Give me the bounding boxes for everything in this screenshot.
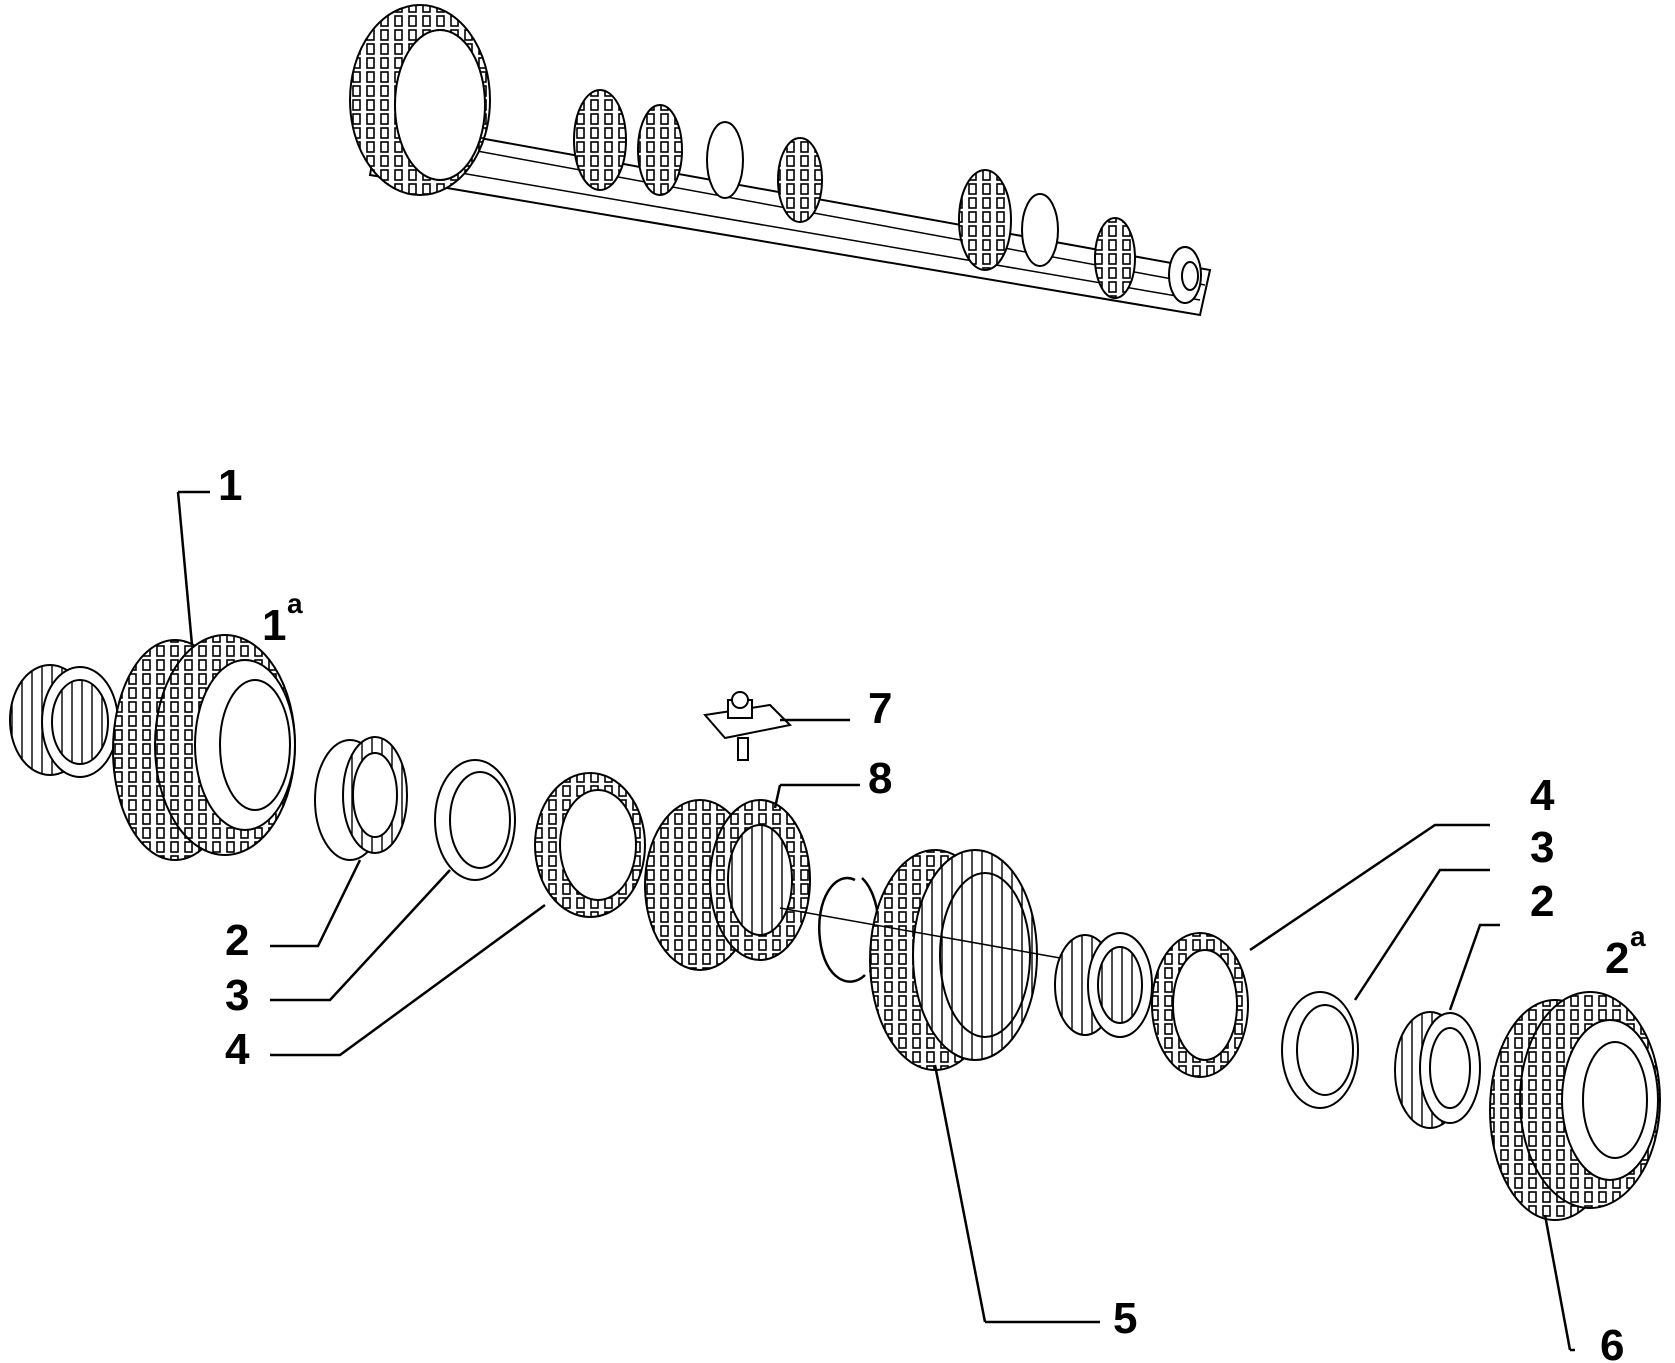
label-7: 7 bbox=[868, 684, 892, 733]
leader-lines bbox=[176, 490, 1575, 1352]
baulk-ring-right bbox=[1151, 932, 1249, 1078]
detent-key bbox=[703, 691, 793, 761]
synchro-hub bbox=[644, 799, 811, 971]
label-1a-superscript: a bbox=[287, 588, 303, 619]
synchro-cone-right bbox=[1394, 1011, 1481, 1129]
main-shaft bbox=[349, 4, 1212, 317]
needle-bearing-right bbox=[1054, 932, 1153, 1038]
sliding-sleeve bbox=[869, 849, 1038, 1071]
needle-bearing-left bbox=[9, 664, 119, 778]
label-2-right: 2 bbox=[1530, 877, 1554, 926]
second-gear bbox=[1489, 991, 1661, 1221]
baulk-ring-left bbox=[534, 772, 646, 918]
label-4-left: 4 bbox=[225, 1025, 250, 1074]
label-6: 6 bbox=[1600, 1321, 1624, 1363]
label-1: 1 bbox=[218, 461, 242, 510]
label-2-left: 2 bbox=[225, 916, 249, 965]
label-5: 5 bbox=[1113, 1294, 1137, 1343]
synchro-cone-left bbox=[314, 736, 408, 861]
label-3-left: 3 bbox=[225, 971, 249, 1020]
synchro-ring-right bbox=[1281, 991, 1359, 1109]
first-gear bbox=[112, 634, 296, 861]
label-8: 8 bbox=[868, 754, 892, 803]
synchro-ring-left bbox=[434, 759, 516, 881]
label-4-right: 4 bbox=[1530, 771, 1555, 820]
label-2a-number: 2 bbox=[1605, 934, 1629, 983]
label-2a-superscript: a bbox=[1630, 921, 1646, 952]
label-3-right: 3 bbox=[1530, 823, 1554, 872]
label-1a-number: 1 bbox=[262, 601, 286, 650]
part-labels: 1 1 a 2 3 4 5 6 7 8 4 3 2 2 a bbox=[218, 461, 1646, 1363]
